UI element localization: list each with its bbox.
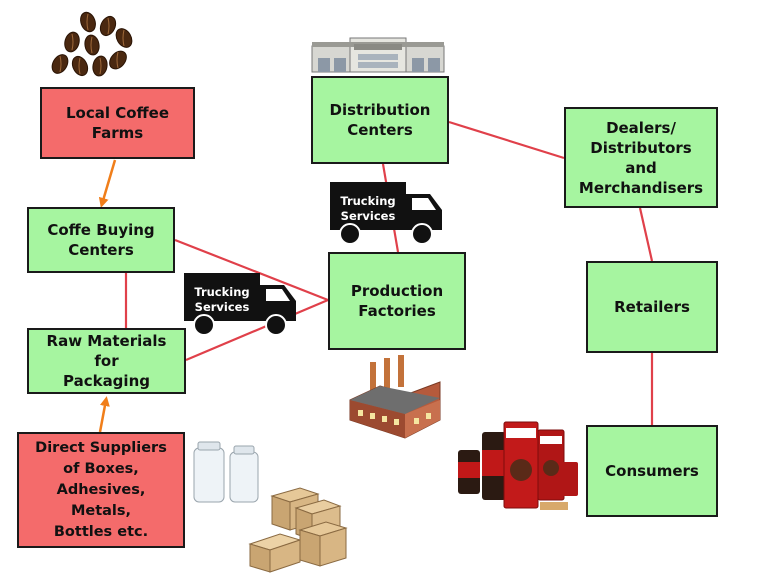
factory-icon (349, 355, 441, 439)
dealers-box: Dealers/ Distributors and Merchandisers (564, 107, 718, 208)
connector-raw-to-production (185, 298, 329, 362)
connector-buying-to-production (174, 238, 329, 302)
connector-dealers-to-retailers (638, 207, 654, 262)
truck-label-line1: Trucking (194, 285, 249, 299)
production-factories-box: Production Factories (328, 252, 466, 350)
coffee-buying-centers-label: Coffe Buying Centers (47, 221, 155, 259)
consumers-box: Consumers (586, 425, 718, 517)
direct-suppliers-box: Direct Suppliers of Boxes, Adhesives, Me… (17, 432, 185, 548)
warehouse-icon (311, 37, 445, 73)
connectors (124, 120, 654, 425)
consumers-label: Consumers (605, 462, 699, 480)
arrow-farms-to-buying (98, 159, 117, 208)
raw-materials-box: Raw Materials for Packaging (27, 328, 186, 394)
raw-materials-label: Raw Materials for Packaging (46, 332, 167, 390)
retailers-box: Retailers (586, 261, 718, 353)
local-coffee-farms-label: Local Coffee Farms (65, 104, 170, 142)
arrow-suppliers-to-raw (98, 396, 110, 433)
local-coffee-farms-box: Local Coffee Farms (40, 87, 195, 159)
coffee-beans-icon (51, 11, 133, 77)
distribution-centers-box: Distribution Centers (311, 76, 449, 164)
retailers-label: Retailers (614, 298, 690, 316)
coffee-products-icon (458, 421, 578, 510)
truck-label-line2: Services (341, 209, 396, 223)
truck-label-line1: Trucking (340, 194, 395, 208)
bean-creases (59, 13, 125, 75)
direct-suppliers-label: Direct Suppliers of Boxes, Adhesives, Me… (35, 439, 167, 540)
truck-icon: Trucking Services (330, 182, 442, 244)
dealers-label: Dealers/ Distributors and Merchandisers (578, 118, 704, 197)
coffee-buying-centers-box: Coffe Buying Centers (27, 207, 175, 273)
jars-icon (193, 441, 259, 503)
connector-distribution-to-dealers (448, 120, 565, 160)
truck-icon: Trucking Services (184, 273, 296, 335)
truck-label-line2: Services (195, 300, 250, 314)
distribution-centers-label: Distribution Centers (329, 101, 431, 139)
boxes-icon (248, 487, 348, 573)
production-factories-label: Production Factories (350, 282, 444, 320)
